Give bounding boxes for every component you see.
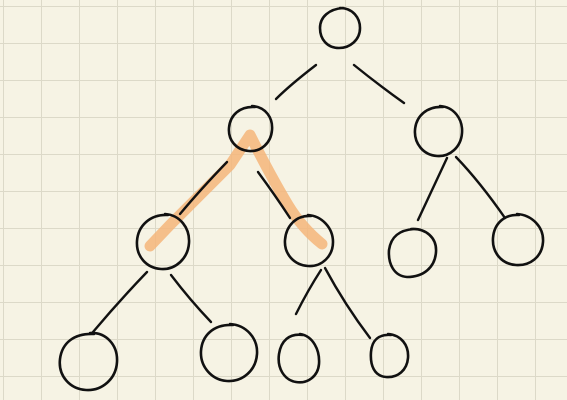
edge-root-left (274, 63, 318, 101)
edge-leftleft-leaf2 (169, 273, 213, 324)
edge-root-right (352, 63, 406, 105)
node-right-child (413, 104, 464, 158)
node-leaf-2 (199, 322, 259, 383)
node-leaf-1 (58, 331, 119, 392)
tree-nodes (58, 6, 545, 392)
highlight-path (144, 129, 328, 252)
node-root (318, 6, 362, 50)
edge-leftright-leaf3 (294, 268, 323, 316)
edge-left-leftleft (178, 160, 229, 216)
node-leaf-4 (369, 332, 410, 379)
node-left-left-grandchild (135, 212, 191, 271)
node-left-child (227, 104, 274, 153)
node-right-right-grandchild (491, 212, 545, 267)
edge-left-leftright (256, 170, 292, 220)
edge-right-rightright (454, 155, 507, 220)
edge-leftleft-leaf1 (91, 270, 149, 334)
edge-right-rightleft (416, 156, 449, 222)
node-left-right-grandchild (283, 213, 335, 268)
node-right-left-grandchild (387, 227, 438, 279)
edge-leftright-leaf4 (323, 266, 372, 340)
node-leaf-3 (277, 332, 321, 384)
tree-edges (91, 63, 507, 340)
